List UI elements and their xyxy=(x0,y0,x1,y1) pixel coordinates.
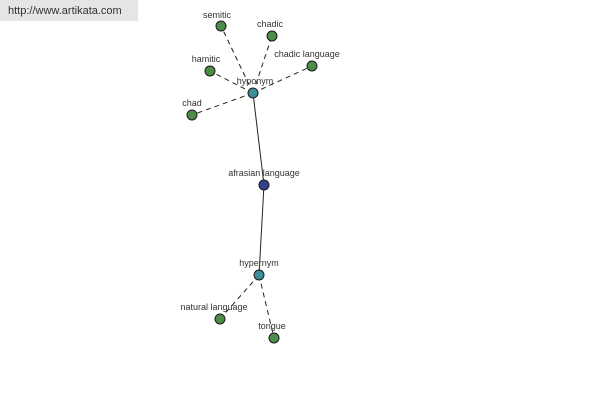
node-circle-afrasian[interactable] xyxy=(258,179,270,191)
node-circle-chadic[interactable] xyxy=(266,30,278,42)
nodes-layer: afrasian language hyponym hypernym semitic c… xyxy=(180,10,340,344)
node-natural-language[interactable]: natural language xyxy=(180,302,248,325)
node-label-hypernym: hypernym xyxy=(239,258,279,268)
node-label-hyponym: hyponym xyxy=(237,76,274,86)
node-label-semitic: semitic xyxy=(203,10,232,20)
site-url-link[interactable]: http://www.artikata.com xyxy=(8,5,122,17)
node-circle-semitic[interactable] xyxy=(215,20,227,32)
node-hypernym[interactable]: hypernym xyxy=(239,258,279,281)
node-label-chadic-language: chadic language xyxy=(274,49,340,59)
node-circle-chad[interactable] xyxy=(186,109,198,121)
node-label-natural-language: natural language xyxy=(180,302,247,312)
edge-hyponym-to-chadic-language xyxy=(252,65,313,94)
node-label-tongue: tongue xyxy=(258,321,286,331)
edge-hyponym-to-chadic xyxy=(252,35,273,94)
edge-hyponym-to-semitic xyxy=(220,25,254,94)
node-label-chadic: chadic xyxy=(257,19,284,29)
node-hyponym[interactable]: hyponym xyxy=(237,76,274,99)
node-circle-natural-language[interactable] xyxy=(214,313,226,325)
node-label-chad: chad xyxy=(182,98,202,108)
node-afrasian[interactable]: afrasian language xyxy=(228,168,300,191)
node-circle-chadic-language[interactable] xyxy=(306,60,318,72)
edge-hyponym-to-hamitic xyxy=(209,70,254,94)
edge-hypernym-to-natural-language xyxy=(219,274,260,320)
node-label-hamitic: hamitic xyxy=(192,54,221,64)
node-circle-hypernym[interactable] xyxy=(253,269,265,281)
node-chad[interactable]: chad xyxy=(182,98,202,121)
edge-hyponym-to-chad xyxy=(191,92,254,116)
node-chadic[interactable]: chadic xyxy=(257,19,284,42)
node-chadic-language[interactable]: chadic language xyxy=(274,49,340,72)
edges-layer xyxy=(191,25,313,339)
node-circle-hamitic[interactable] xyxy=(204,65,216,77)
node-label-afrasian: afrasian language xyxy=(228,168,300,178)
url-header-bar: http://www.artikata.com xyxy=(0,0,138,21)
node-hamitic[interactable]: hamitic xyxy=(192,54,221,77)
node-circle-tongue[interactable] xyxy=(268,332,280,344)
node-circle-hyponym[interactable] xyxy=(247,87,259,99)
edge-hypernym-to-tongue xyxy=(258,274,275,339)
edge-afrasian-to-hyponym xyxy=(252,92,265,186)
node-tongue[interactable]: tongue xyxy=(258,321,286,344)
edge-afrasian-to-hypernym xyxy=(258,184,265,276)
node-semitic[interactable]: semitic xyxy=(203,10,232,32)
